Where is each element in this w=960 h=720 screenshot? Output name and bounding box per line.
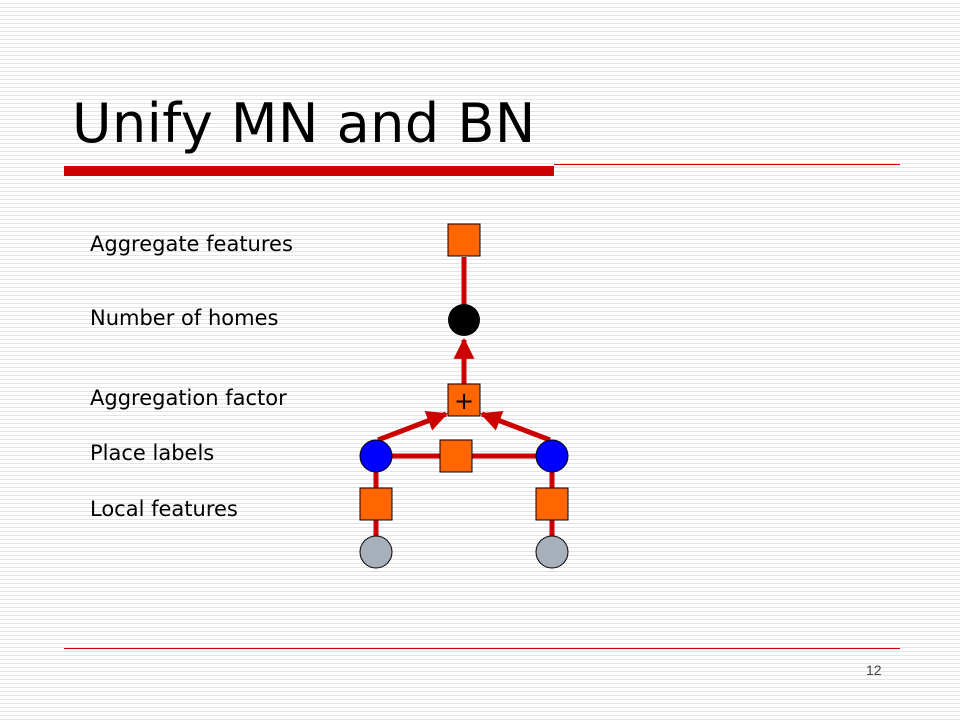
label-aggregation-factor: Aggregation factor [90, 386, 287, 410]
page-number: 12 [866, 662, 882, 678]
local-observation-node-right [535, 535, 569, 569]
local-feature-factor-right [535, 487, 569, 521]
local-observation-node-left [359, 535, 393, 569]
arrow-left-place-to-factor [377, 410, 448, 443]
label-number-of-homes: Number of homes [90, 306, 279, 330]
slide-title: Unify MN and BN [72, 92, 536, 155]
label-local-features: Local features [90, 497, 238, 521]
place-pair-factor [439, 439, 473, 473]
footer-divider [64, 648, 900, 649]
aggregate-feature-factor [447, 223, 481, 257]
local-feature-factor-left [359, 487, 393, 521]
title-underline-thick [64, 166, 554, 176]
number-of-homes-node [448, 304, 480, 336]
title-underline-thin [554, 164, 900, 165]
place-label-node-right [535, 439, 569, 473]
aggregation-factor-node [447, 383, 481, 417]
aggregation-plus-symbol: + [454, 387, 474, 415]
arrow-right-place-to-factor [480, 410, 551, 443]
label-aggregate-features: Aggregate features [90, 232, 293, 256]
label-place-labels: Place labels [90, 441, 215, 465]
place-label-node-left [359, 439, 393, 473]
